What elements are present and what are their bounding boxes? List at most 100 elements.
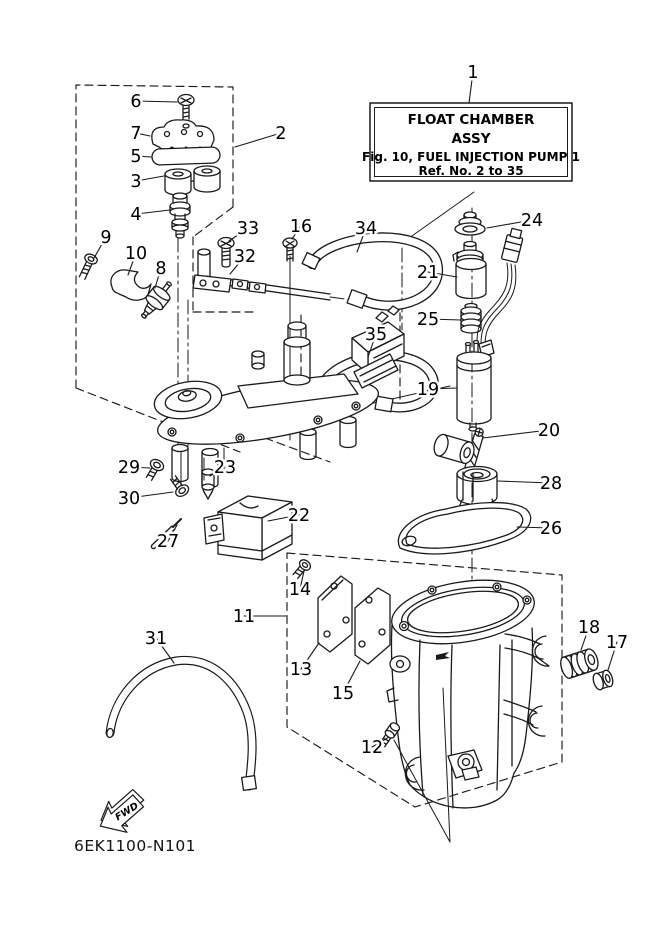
part-5-gasket [151, 146, 221, 166]
part-25-spring [460, 302, 482, 334]
callout-label-33: 33 [237, 219, 259, 239]
part-17-collar [592, 669, 614, 691]
callout-label-15: 15 [332, 684, 354, 704]
callout-label-16: 16 [290, 217, 312, 237]
callout-leader-16 [291, 225, 302, 240]
part-14-screw [292, 559, 312, 580]
pump-injector [283, 321, 311, 386]
callout-label-24: 24 [521, 211, 543, 231]
pump-connector-block [351, 305, 405, 389]
callout-leader-9 [93, 236, 107, 259]
callout-label-21: 21 [417, 263, 439, 283]
title-line-1: FLOAT CHAMBER [408, 112, 535, 128]
callout-label-3: 3 [130, 172, 141, 192]
callout-label-8: 8 [155, 259, 166, 279]
callout-leader-28 [497, 480, 552, 484]
callout-label-25: 25 [417, 310, 439, 330]
callout-label-5: 5 [130, 147, 141, 167]
callout-label-9: 9 [100, 228, 111, 248]
callout-leader-13 [300, 642, 320, 670]
callout-leader-19 [427, 387, 458, 390]
part-4-fitting [169, 192, 191, 239]
callout-label-22: 22 [288, 506, 310, 526]
callout-leader-7 [135, 132, 151, 137]
construction-lines [75, 84, 563, 843]
callout-label-34: 34 [355, 219, 377, 239]
callout-leader-10 [127, 252, 137, 276]
callout-leader-34 [356, 227, 367, 253]
part-18-grommet [560, 648, 599, 679]
callout-label-35: 35 [365, 325, 387, 345]
callout-label-14: 14 [289, 580, 311, 600]
callout-leader-20 [482, 429, 550, 439]
pump-wires [476, 262, 517, 347]
callout-label-12: 12 [361, 738, 383, 758]
callout-leader-33 [228, 227, 249, 242]
part-34-hose [301, 232, 444, 311]
callout-leader-2 [234, 132, 282, 148]
callout-leader-22 [267, 514, 300, 522]
callout-label-10: 10 [125, 244, 147, 264]
part-10-hook [110, 269, 152, 301]
part-21-filter-cup [452, 240, 487, 300]
callout-label-27: 27 [157, 532, 179, 552]
part-32-rail-fitting [192, 248, 399, 307]
part-19-fuel-pump [456, 339, 495, 432]
callout-label-19: 19 [417, 380, 439, 400]
callout-leader-25 [427, 318, 462, 321]
part-23-fitting [201, 468, 215, 500]
callout-label-17: 17 [606, 633, 628, 653]
callout-leader-18 [580, 626, 590, 651]
callout-label-20: 20 [538, 421, 560, 441]
callout-label-6: 6 [130, 92, 141, 112]
part-6-screw [177, 93, 195, 120]
part-16-screw [282, 237, 298, 262]
pump-body-assembly [153, 305, 405, 489]
part-3-joints [164, 165, 221, 196]
part-20-filter-base [433, 427, 484, 472]
callout-label-11: 11 [233, 607, 255, 627]
part-24-grommet [454, 211, 486, 236]
callout-label-18: 18 [578, 618, 600, 638]
pump-small-fitting [251, 350, 265, 370]
callout-leader-35 [367, 333, 377, 358]
title-line-4: Ref. No. 2 to 35 [418, 164, 523, 178]
pump-bolt-bosses [167, 401, 361, 443]
callout-leader-29 [128, 466, 151, 469]
callout-leader-12 [371, 736, 390, 748]
part-15-gasket-plate [354, 587, 391, 665]
callout-label-31: 31 [145, 629, 167, 649]
part-29-screw [145, 458, 165, 482]
part-27-pin [150, 518, 182, 550]
title-box: FLOAT CHAMBER ASSY Fig. 10, FUEL INJECTI… [362, 102, 580, 182]
float-chamber-body [386, 579, 550, 809]
part-8-valve [141, 281, 172, 319]
callout-leader-27 [167, 524, 178, 542]
callout-leader-32 [229, 255, 246, 275]
title-line-2: ASSY [451, 131, 490, 147]
callout-label-4: 4 [130, 205, 141, 225]
callout-leader-15 [342, 660, 361, 694]
callout-leader-17 [607, 641, 618, 671]
callout-label-28: 28 [540, 474, 562, 494]
fwd-arrow: FWD [99, 788, 145, 833]
callout-leader-4 [135, 209, 171, 215]
callout-label-26: 26 [540, 519, 562, 539]
callout-leader-8 [154, 267, 162, 289]
callout-leader-14 [299, 570, 305, 590]
title-line-3: Fig. 10, FUEL INJECTION PUMP 1 [362, 150, 580, 164]
callout-label-30: 30 [118, 489, 140, 509]
callout-leader-1 [468, 71, 474, 104]
part-26-gasket [397, 501, 532, 555]
callout-label-7: 7 [130, 124, 141, 144]
drawing-code: 6EK1100-N101 [74, 837, 196, 855]
callout-label-13: 13 [290, 660, 312, 680]
callout-label-1: 1 [467, 63, 478, 83]
callout-leader-6 [135, 100, 178, 103]
callout-leader-23 [209, 466, 226, 477]
callout-label-32: 32 [234, 247, 256, 267]
callout-label-2: 2 [275, 124, 286, 144]
callout-label-23: 23 [214, 458, 236, 478]
